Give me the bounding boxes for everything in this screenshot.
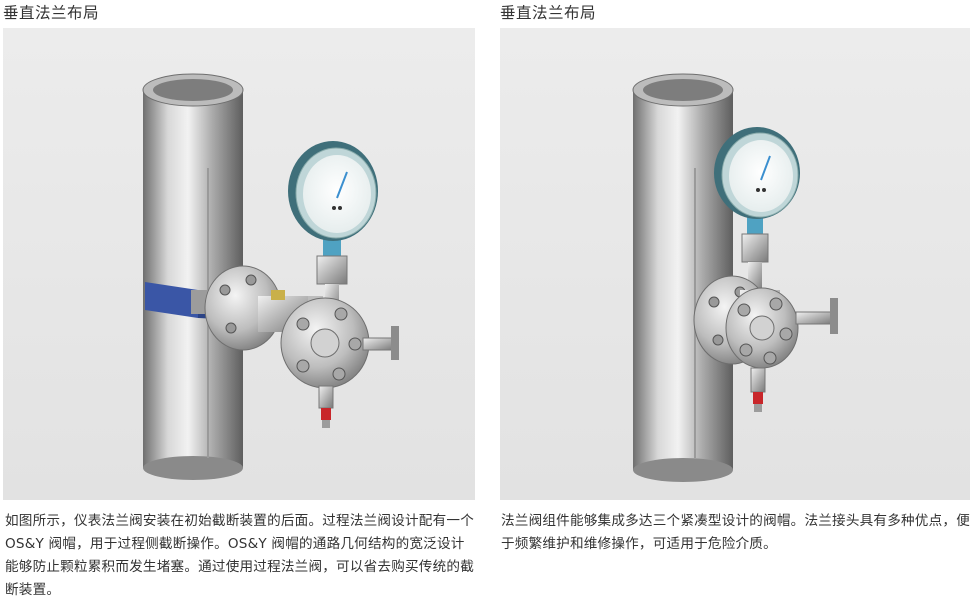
section-left: 垂直法兰布局 [3, 0, 475, 602]
section-caption: 法兰阀组件能够集成多达三个紧凑型设计的阀帽。法兰接头具有多种优点，便于频繁维护和… [501, 513, 970, 552]
pressure-gauge-icon [288, 141, 378, 241]
section-right: 垂直法兰布局 [500, 0, 970, 556]
drain-valve-icon [318, 385, 334, 428]
installation-illustration [142, 73, 399, 480]
needle-valve-handle-icon [362, 326, 399, 360]
needle-valve-handle-icon [795, 298, 838, 334]
drain-valve-icon [750, 367, 766, 412]
section-heading: 垂直法兰布局 [3, 4, 100, 22]
figure-pipe-with-clamp [3, 28, 475, 500]
section-heading: 垂直法兰布局 [500, 4, 597, 22]
figure-pipe-compact [500, 28, 970, 500]
flange-valve-icon [204, 265, 370, 389]
installation-illustration [632, 73, 838, 482]
vertical-pipe-icon [632, 73, 734, 482]
section-caption: 如图所示，仪表法兰阀安装在初始截断装置的后面。过程法兰阀设计配有一个 OS&Y … [5, 513, 474, 598]
gauge-stem [741, 214, 769, 292]
flange-valve-icon [693, 275, 799, 369]
pressure-gauge-icon [714, 127, 800, 219]
